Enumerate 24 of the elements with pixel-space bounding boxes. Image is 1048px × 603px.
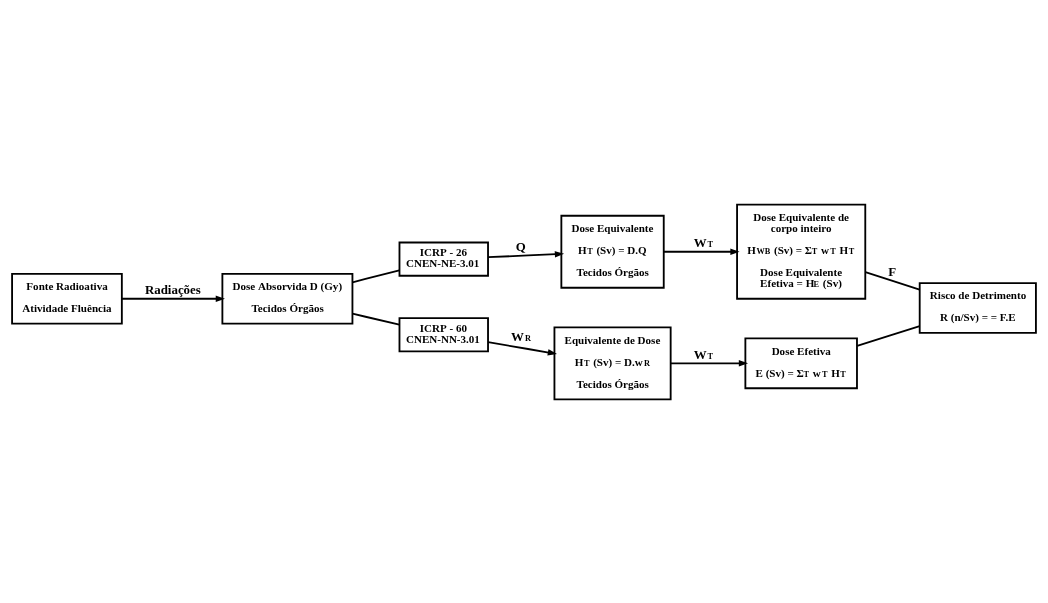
node-box: Dose Absorvida D (Gy) Tecidos Órgãos [221,272,354,325]
arrow [669,359,749,367]
node-box: ICRP - 26 CNEN-NE-3.01 [398,241,489,277]
node-box: Dose Equivalente de corpo inteiro HWB (Sv) = ΣT wT HT Dose Equivalente Efetiva = HE (Sv) [736,203,867,300]
arrow [487,340,557,356]
arrow [121,295,225,302]
node-box: Dose Equivalente HT (Sv) = D.Q Tecidos Órgãos [560,214,665,289]
arrow [662,248,740,255]
node-box: Dose Efetiva E (Sv) = ΣT wT HT [744,337,858,389]
edge-label: WT [693,234,714,250]
connector [864,270,921,290]
node-box: Equivalente de Dose HT (Sv) = D.wR Tecidos Órgãos [553,325,672,400]
connector [351,312,401,326]
edge-label: Radiações [144,281,201,297]
edge-label: Q [515,238,526,254]
connector [856,324,921,347]
node-box: Fonte Radioativa Atividade Fluência [11,272,123,325]
arrow [487,250,565,258]
edge-label: WR [511,328,531,344]
node-box: Risco de Detrimento R (n/Sv) = = F.E [918,281,1037,334]
edge-label: F [888,263,897,279]
connector [351,268,401,283]
node-box: ICRP - 60 CNEN-NN-3.01 [398,316,489,352]
edge-label: WT [693,346,714,362]
